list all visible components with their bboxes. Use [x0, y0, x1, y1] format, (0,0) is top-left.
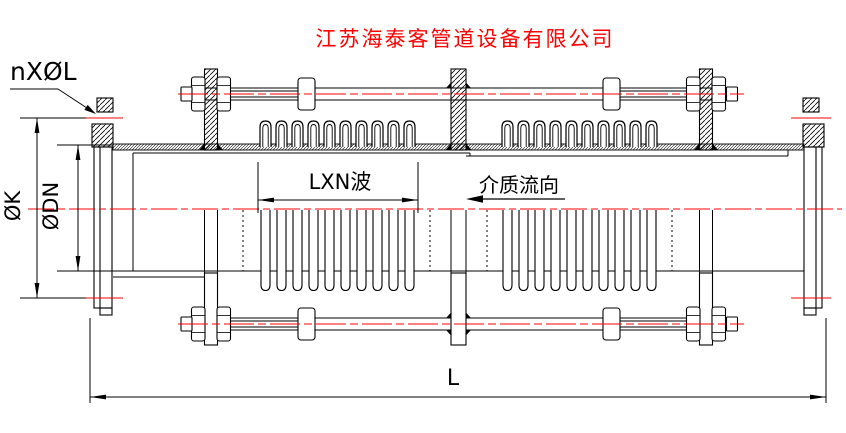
bellows-external-bottom [260, 210, 657, 292]
flow-direction: 介质流向 [466, 173, 565, 203]
lug-top-center [450, 68, 467, 151]
bellows-crest-external [502, 210, 657, 292]
bellows-crest-external [260, 210, 415, 292]
sleeve-hidden-lines [242, 210, 673, 271]
flange-right [802, 97, 825, 316]
bellows-convolution-outer [501, 120, 658, 147]
bellows-convolution-inner [262, 124, 413, 147]
dim-overall-length: L [89, 318, 827, 403]
bellows-waves-label: LXN波 [309, 170, 372, 194]
bellows-convolution-outer [259, 120, 416, 147]
dim-nominal-diameter: ØDN [39, 144, 113, 271]
bellows-section-top [259, 120, 658, 147]
company-title: 江苏海泰客管道设备有限公司 [316, 27, 615, 51]
leader-arrow [84, 104, 96, 114]
weld-marks-top [199, 82, 718, 150]
dim-bolt-holes: nXØL [10, 57, 96, 114]
dim-bolt-circle: ØK [1, 117, 86, 299]
lug-top-left [203, 68, 219, 151]
lug-edges-bottom [204, 210, 713, 273]
bolt-holes-label: nXØL [10, 57, 77, 86]
weld-marks-bottom [446, 312, 471, 336]
lug-bottom-right [698, 272, 714, 346]
nominal-diameter-label: ØDN [39, 182, 63, 230]
flange-left [91, 97, 114, 316]
lug-bottom-left [203, 272, 219, 346]
bolt-circle-label: ØK [1, 190, 25, 222]
bellows-convolution-inner [504, 124, 655, 147]
dim-bellows-length: LXN波 [257, 162, 419, 213]
lug-top-right [698, 68, 714, 151]
flow-arrow [466, 195, 483, 203]
flow-direction-label: 介质流向 [479, 173, 559, 197]
centerlines [28, 93, 842, 325]
lug-bottom-center [450, 272, 467, 346]
overall-length-label: L [447, 366, 460, 391]
